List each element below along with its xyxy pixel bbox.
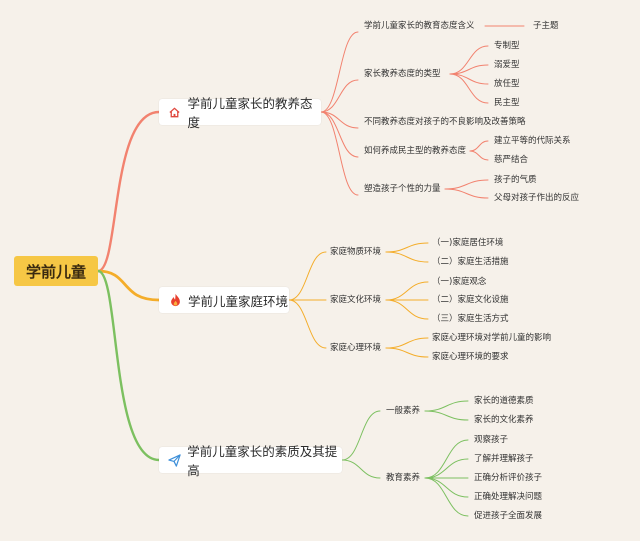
connector-b2-3-leaf-0: [385, 337, 429, 349]
connector-b1-2-leaf-1: [449, 64, 489, 75]
branch-label: 学前儿童家长的素质及其提高: [187, 444, 338, 478]
root-topic[interactable]: 学前儿童: [14, 256, 98, 286]
leaf-b2-2-3[interactable]: （三）家庭生活方式: [432, 314, 509, 324]
connector-b2-2-leaf-2: [385, 299, 429, 320]
leaf-b1-5-2[interactable]: 父母对孩子作出的反应: [494, 193, 580, 203]
connector-b1-5-leaf-0: [444, 179, 489, 190]
connector-b2-1-leaf-1: [385, 251, 429, 263]
leaf-b2-3-2[interactable]: 家庭心理环境的要求: [432, 352, 509, 362]
leaf-b2-3-1[interactable]: 家庭心理环境对学前儿童的影响: [432, 333, 552, 343]
leaf-b1-2-2[interactable]: 溺爱型: [494, 60, 520, 70]
connector-b3-1-leaf-1: [424, 410, 469, 421]
connector-b3-2-leaf-1: [424, 458, 469, 479]
branch-parenting-attitude[interactable]: 学前儿童家长的教养态度: [159, 96, 321, 130]
subtopic-b1-4[interactable]: 如何养成民主型的教养态度: [364, 146, 467, 156]
connector-b2-2-leaf-0: [385, 281, 429, 301]
connector-b3-2-leaf-0: [424, 439, 469, 479]
leaf-b1-4-2[interactable]: 慈严结合: [494, 155, 529, 165]
leaf-b1-4-1[interactable]: 建立平等的代际关系: [494, 136, 571, 146]
connector-b2-3: [288, 299, 327, 349]
leaf-b2-1-2[interactable]: （二）家庭生活措施: [432, 257, 509, 267]
connector-b2-1-leaf-0: [385, 242, 429, 253]
subtopic-b1-3[interactable]: 不同教养态度对孩子的不良影响及改善策略: [364, 117, 526, 127]
connector-b1-5: [320, 111, 359, 196]
leaf-b2-1-1[interactable]: （一)家庭居住环境: [432, 238, 504, 248]
connector-b3-1-leaf-0: [424, 400, 469, 412]
leaf-b1-2-4[interactable]: 民主型: [494, 98, 520, 108]
leaf-b3-2-4[interactable]: 正确处理解决问题: [474, 492, 543, 502]
leaf-b3-2-5[interactable]: 促进孩子全面发展: [474, 511, 543, 521]
branch-parent-quality[interactable]: 学前儿童家长的素质及其提高: [159, 444, 342, 478]
connector-b1-1: [320, 31, 359, 113]
leaf-b3-1-1[interactable]: 家长的道德素质: [474, 396, 534, 406]
leaf-b2-2-2[interactable]: （二）家庭文化设施: [432, 295, 509, 305]
subtopic-b2-1[interactable]: 家庭物质环境: [330, 247, 382, 257]
subtopic-b3-1[interactable]: 一般素养: [386, 406, 421, 416]
connector-b1-2-leaf-3: [449, 73, 489, 104]
subtopic-b2-3[interactable]: 家庭心理环境: [330, 343, 382, 353]
connector-root-b3: [96, 269, 161, 462]
connector-b2-1: [288, 251, 327, 301]
branch-family-environment[interactable]: 学前儿童家庭环境: [159, 287, 289, 313]
connector-b1-4: [320, 111, 359, 158]
connector-b1-2: [320, 79, 359, 113]
leaf-b3-2-1[interactable]: 观察孩子: [474, 435, 509, 445]
subtopic-b2-2[interactable]: 家庭文化环境: [330, 295, 382, 305]
leaf-b3-1-2[interactable]: 家长的文化素养: [474, 415, 534, 425]
connector-b3-1: [341, 410, 381, 461]
leaf-b1-1-1[interactable]: 子主题: [533, 21, 559, 31]
subtopic-b1-1[interactable]: 学前儿童家长的教育态度含义: [364, 21, 475, 31]
leaf-b1-5-1[interactable]: 孩子的气质: [494, 175, 537, 185]
connector-b3-2: [341, 459, 381, 479]
leaf-b3-2-3[interactable]: 正确分析评价孩子: [474, 473, 543, 483]
fire-icon: [167, 292, 183, 308]
connector-b3-2-leaf-3: [424, 477, 469, 498]
connector-b1-5-leaf-1: [444, 188, 489, 199]
leaf-b2-2-1[interactable]: （一)家庭观念: [432, 277, 487, 287]
subtopic-b3-2[interactable]: 教育素养: [386, 473, 421, 483]
connector-root-b1: [96, 110, 161, 273]
connector-b1-4-leaf-0: [469, 140, 489, 152]
leaf-b3-2-2[interactable]: 了解并理解孩子: [474, 454, 534, 464]
branch-label: 学前儿童家庭环境: [188, 293, 289, 309]
home-icon: [167, 104, 183, 120]
subtopic-b1-2[interactable]: 家长教养态度的类型: [364, 69, 441, 79]
connector-root-b2: [96, 269, 161, 302]
connector-b1-4-leaf-1: [469, 150, 489, 161]
leaf-b1-2-1[interactable]: 专制型: [494, 41, 520, 51]
subtopic-b1-5[interactable]: 塑造孩子个性的力量: [364, 184, 441, 194]
connector-b1-2-leaf-0: [449, 45, 489, 75]
leaf-b1-2-3[interactable]: 放任型: [494, 79, 520, 89]
connector-b3-2-leaf-4: [424, 477, 469, 517]
send-icon: [167, 452, 182, 468]
root-topic-label: 学前儿童: [25, 262, 86, 281]
branch-label: 学前儿童家长的教养态度: [187, 96, 313, 130]
connector-b2-3-leaf-1: [385, 347, 429, 358]
